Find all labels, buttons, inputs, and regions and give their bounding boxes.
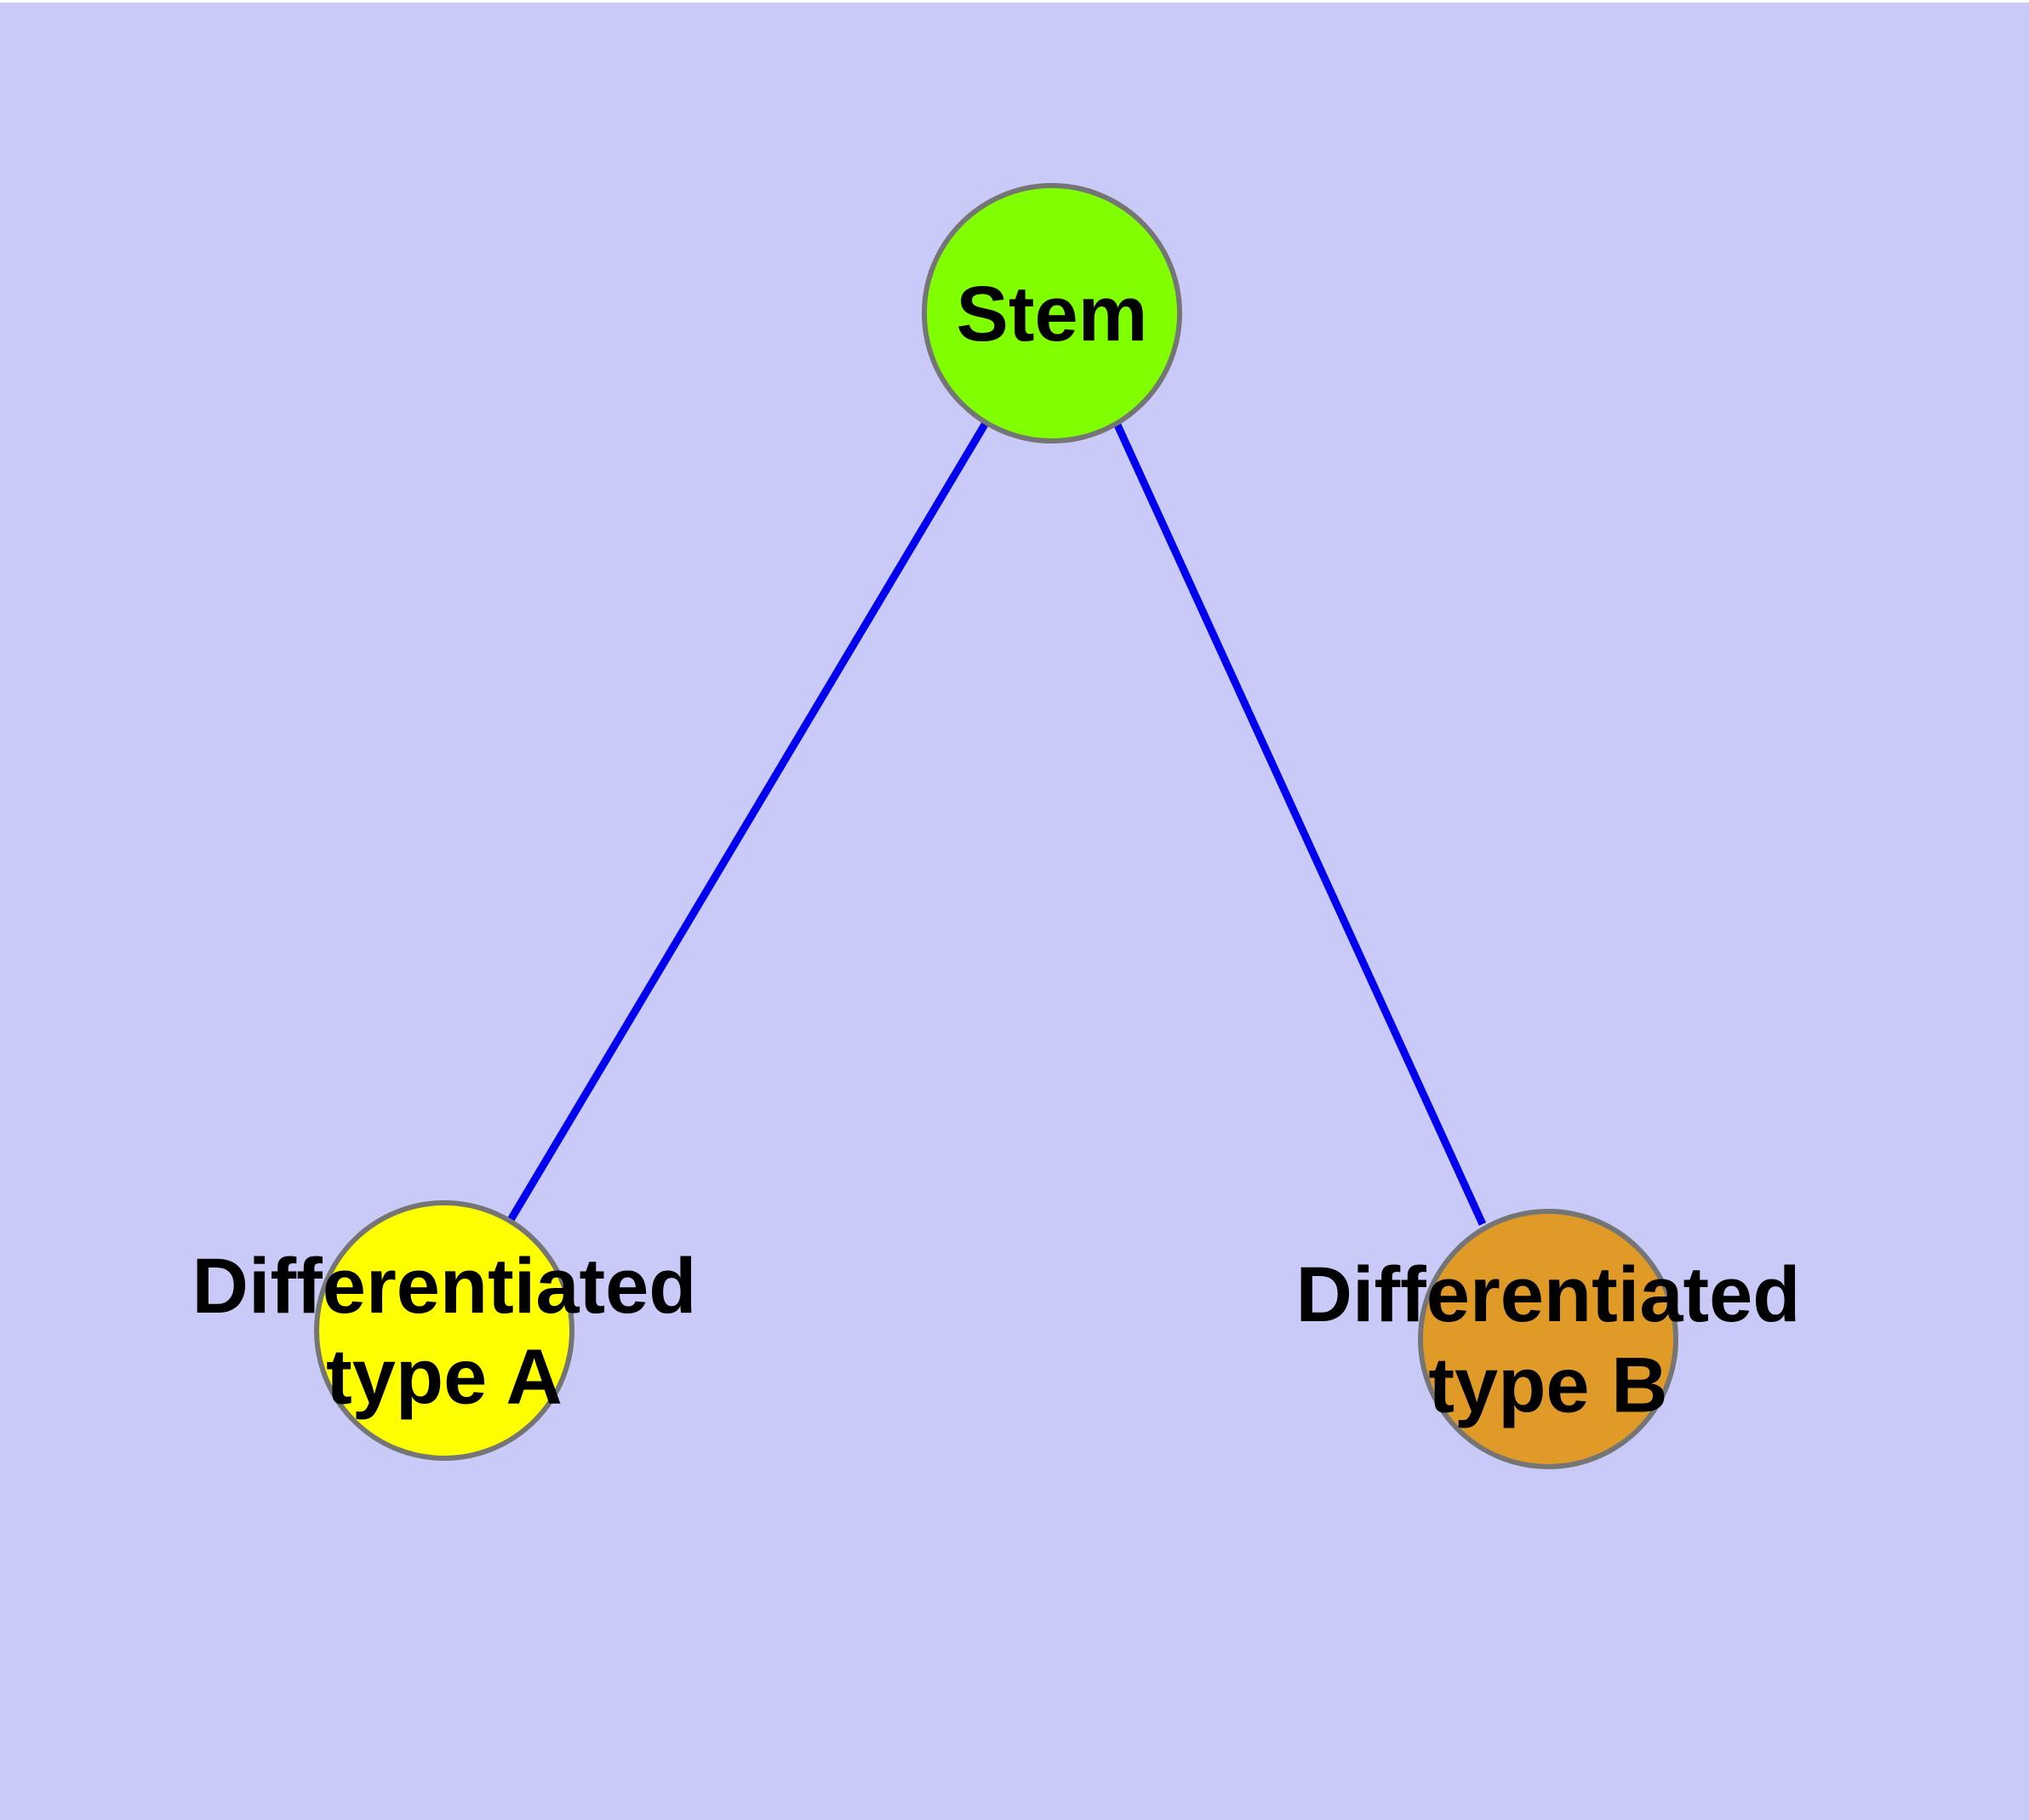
node-label-line: Stem <box>957 271 1148 358</box>
node-diff_a[interactable] <box>314 1200 574 1461</box>
node-label-line: type A <box>326 1334 563 1421</box>
nodes-layer <box>314 183 1678 1469</box>
edges-layer <box>507 421 1487 1226</box>
node-diff_b[interactable] <box>1418 1209 1678 1469</box>
node-label-line: Differentiated <box>192 1243 697 1330</box>
node-label-line: type B <box>1428 1342 1667 1429</box>
node-label-line: Differentiated <box>1296 1251 1801 1338</box>
node-stem[interactable] <box>922 183 1182 444</box>
node-label-stem: Stem <box>957 271 1148 358</box>
edge-stem-diff_a[interactable] <box>507 421 989 1222</box>
edge-stem-diff_b[interactable] <box>1112 421 1487 1226</box>
